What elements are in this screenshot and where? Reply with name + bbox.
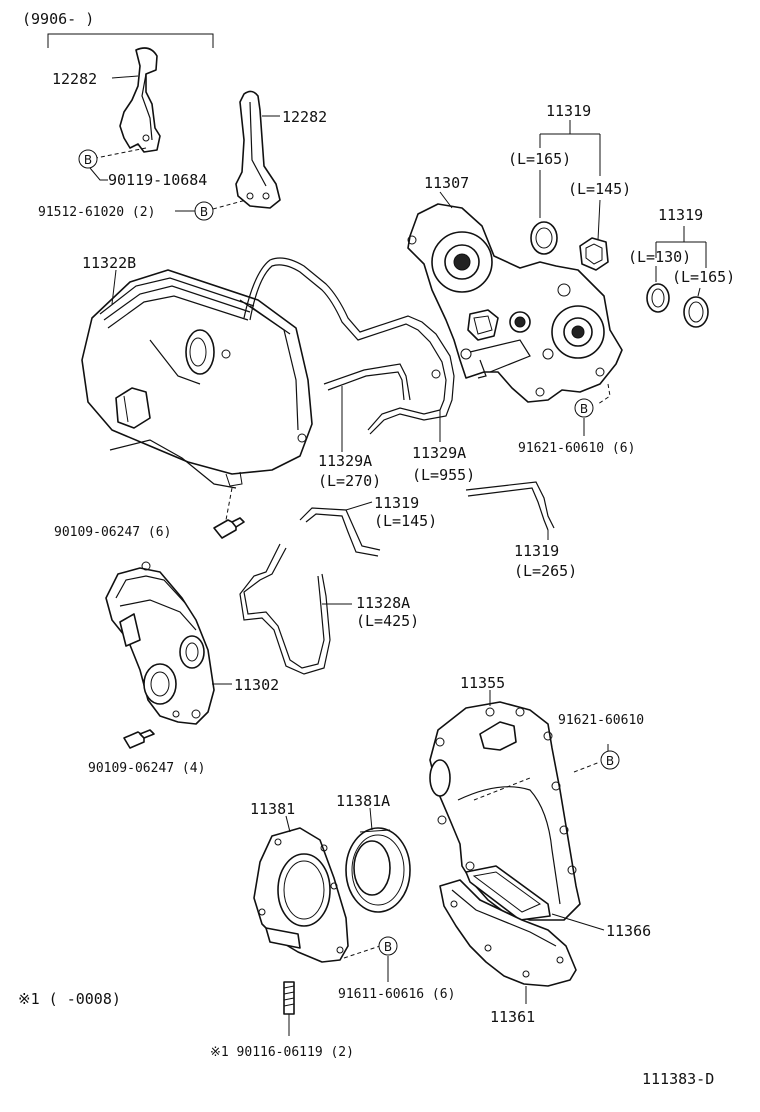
seal-11329a-l270[interactable] — [323, 363, 411, 401]
seal-11319-l130[interactable] — [646, 283, 670, 313]
footnote: ※1 ( -0008) — [18, 990, 121, 1008]
label-11329a-1: 11329A — [318, 452, 372, 470]
marker-b-5: B — [378, 936, 398, 956]
diagram-id: 111383-D — [642, 1070, 714, 1088]
bolt-90109-4[interactable] — [123, 729, 155, 749]
label-91611: 91611-60616 (6) — [338, 987, 455, 1002]
range-label: (9906- ) — [22, 10, 94, 28]
label-l130: (L=130) — [628, 248, 691, 266]
part-11366-gasket[interactable] — [465, 865, 551, 921]
seal-11328a-l425[interactable] — [239, 543, 331, 675]
label-11381a: 11381A — [336, 792, 390, 810]
part-11361-plate[interactable] — [439, 879, 577, 987]
label-l165-b: (L=165) — [672, 268, 735, 286]
label-12282-a: 12282 — [52, 70, 97, 88]
label-11319-mid: 11319 — [374, 494, 419, 512]
seal-11319-l145-mid[interactable] — [299, 507, 381, 557]
label-91621-a: 91621-60610 (6) — [518, 441, 635, 456]
marker-b-1: B — [78, 149, 98, 169]
part-11307-rear-plate[interactable] — [407, 203, 623, 403]
range-bracket — [47, 33, 214, 48]
label-90109-a: 90109-06247 (6) — [54, 525, 171, 540]
label-11329a-2: 11329A — [412, 444, 466, 462]
seal-11319-l165-right[interactable] — [683, 296, 709, 328]
label-91512: 91512-61020 (2) — [38, 205, 155, 220]
label-90109-b: 90109-06247 (4) — [88, 761, 205, 776]
label-11322b: 11322B — [82, 254, 136, 272]
part-11355-end-plate[interactable] — [429, 701, 581, 921]
part-11302-lower-cover[interactable] — [105, 561, 215, 725]
svg-text:B: B — [606, 754, 614, 768]
label-11307: 11307 — [424, 174, 469, 192]
svg-text:B: B — [580, 402, 588, 416]
part-11381a-oil-seal[interactable] — [345, 827, 411, 913]
label-11328a: 11328A — [356, 594, 410, 612]
label-l270: (L=270) — [318, 472, 381, 490]
seal-11319-l165-top[interactable] — [530, 221, 558, 255]
marker-b-2: B — [194, 201, 214, 221]
bolt-90109-6[interactable] — [213, 517, 245, 539]
label-l265: (L=265) — [514, 562, 577, 580]
label-11319-right: 11319 — [658, 206, 703, 224]
marker-b-4: B — [600, 750, 620, 770]
part-12282-lower[interactable] — [235, 90, 281, 209]
svg-text:B: B — [200, 205, 208, 219]
label-11366: 11366 — [606, 922, 651, 940]
label-11355: 11355 — [460, 674, 505, 692]
svg-text:B: B — [384, 940, 392, 954]
label-l425: (L=425) — [356, 612, 419, 630]
seal-11319-l265[interactable] — [465, 481, 555, 531]
label-11302: 11302 — [234, 676, 279, 694]
part-11322b-belt-cover[interactable] — [81, 269, 313, 489]
seal-11329a-l955[interactable] — [243, 257, 455, 435]
part-12282-upper[interactable] — [119, 47, 161, 153]
label-l955: (L=955) — [412, 466, 475, 484]
marker-b-3: B — [574, 398, 594, 418]
part-11381-retainer[interactable] — [253, 827, 349, 963]
label-12282-b: 12282 — [282, 108, 327, 126]
label-l165-a: (L=165) — [508, 150, 571, 168]
label-l145-a: (L=145) — [568, 180, 631, 198]
label-11319-top: 11319 — [546, 102, 591, 120]
label-11319-low: 11319 — [514, 542, 559, 560]
label-11381: 11381 — [250, 800, 295, 818]
stud-90116[interactable] — [283, 981, 295, 1015]
label-91621-b: 91621-60610 — [558, 713, 644, 728]
label-90116: ※1 90116-06119 (2) — [210, 1045, 354, 1060]
svg-text:B: B — [84, 153, 92, 167]
seal-11319-l145-top[interactable] — [579, 237, 609, 271]
label-l145-b: (L=145) — [374, 512, 437, 530]
label-11361: 11361 — [490, 1008, 535, 1026]
label-90119: 90119-10684 — [108, 171, 207, 189]
